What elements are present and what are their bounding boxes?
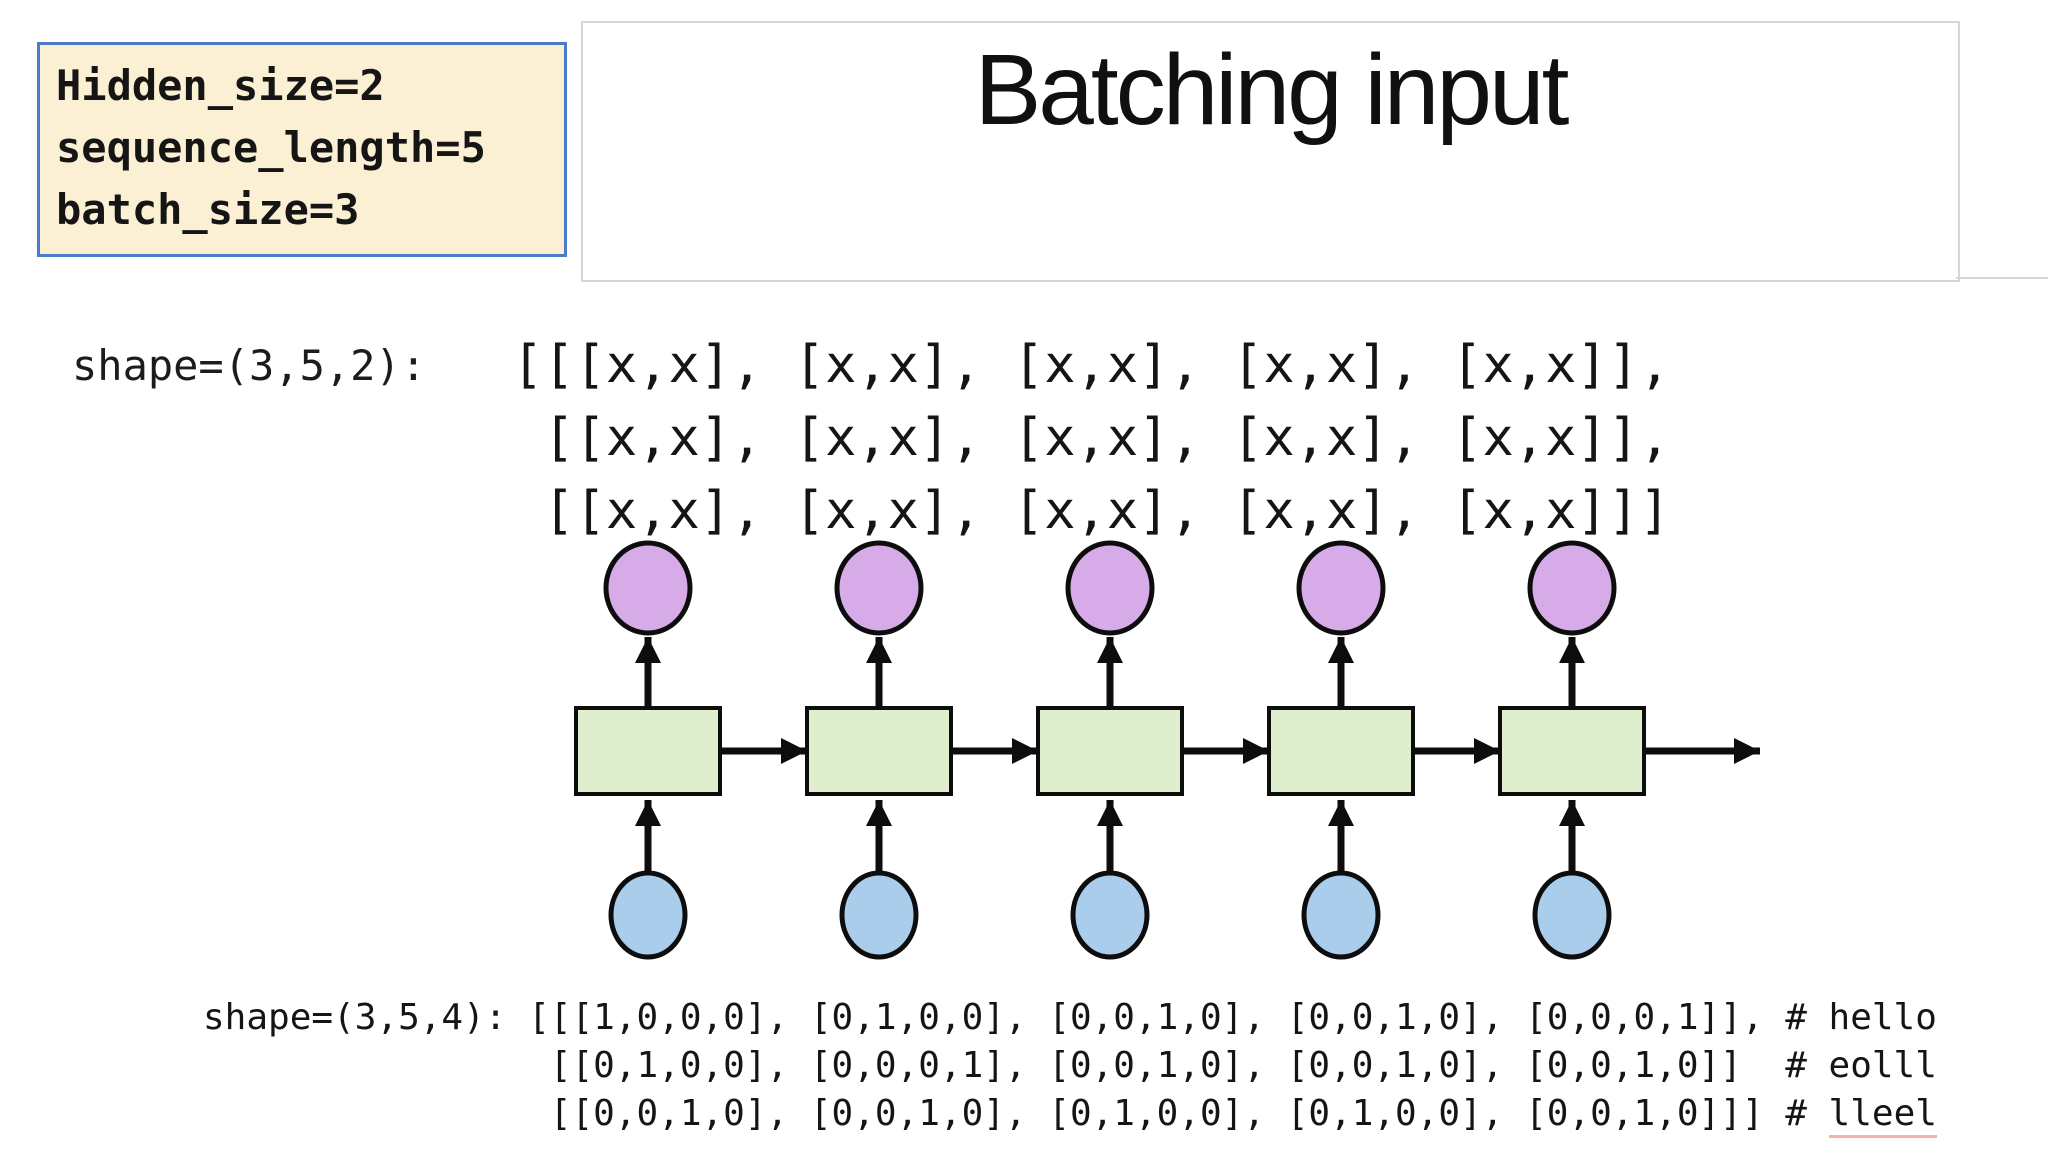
tensor-x-matrix: [[[x,x], [x,x], [x,x], [x,x], [x,x]], [[… xyxy=(512,329,1670,548)
output-node xyxy=(834,540,924,636)
rnn-cell xyxy=(805,706,953,796)
tensor-onehot-block: shape=(3,5,4): [[[1,0,0,0], [0,1,0,0], [… xyxy=(203,994,1937,1138)
output-node xyxy=(1296,540,1386,636)
tensor-x-row: [[x,x], [x,x], [x,x], [x,x], [x,x]]] xyxy=(512,481,1671,541)
rnn-cell xyxy=(1036,706,1184,796)
input-node xyxy=(1070,870,1150,960)
input-node xyxy=(608,870,688,960)
tensor-x-shape-label: shape=(3,5,2): xyxy=(72,341,427,390)
page-title: Batching input xyxy=(974,34,1570,146)
hyperparameter-note-box: Hidden_size=2 sequence_length=5 batch_si… xyxy=(37,42,567,257)
slide-edge-line xyxy=(1956,277,2048,279)
note-line-sequence-length: sequence_length=5 xyxy=(56,123,486,172)
input-node xyxy=(1532,870,1612,960)
note-line-batch-size: batch_size=3 xyxy=(56,185,360,234)
input-node xyxy=(1301,870,1381,960)
tensor-x-row: [[[x,x], [x,x], [x,x], [x,x], [x,x]], xyxy=(512,335,1671,395)
note-line-hidden-size: Hidden_size=2 xyxy=(56,61,385,110)
title-frame: Batching input xyxy=(581,21,1960,282)
tensor-x-row: [[x,x], [x,x], [x,x], [x,x], [x,x]], xyxy=(512,408,1671,468)
tensor-onehot-line-eolll: [[0,1,0,0], [0,0,0,1], [0,0,1,0], [0,0,1… xyxy=(203,1045,1937,1086)
input-node xyxy=(839,870,919,960)
tensor-onehot-line-hello: shape=(3,5,4): [[[1,0,0,0], [0,1,0,0], [… xyxy=(203,997,1937,1038)
lleel-underlined-word: lleel xyxy=(1828,1093,1937,1138)
tensor-onehot-line-lleel: [[0,0,1,0], [0,0,1,0], [0,1,0,0], [0,1,0… xyxy=(203,1090,1937,1138)
tensor-onehot-line-lleel-body: [[0,0,1,0], [0,0,1,0], [0,1,0,0], [0,1,0… xyxy=(203,1093,1829,1134)
output-node xyxy=(603,540,693,636)
output-node xyxy=(1527,540,1617,636)
rnn-cell xyxy=(1498,706,1646,796)
rnn-cell xyxy=(1267,706,1415,796)
rnn-cell xyxy=(574,706,722,796)
output-node xyxy=(1065,540,1155,636)
